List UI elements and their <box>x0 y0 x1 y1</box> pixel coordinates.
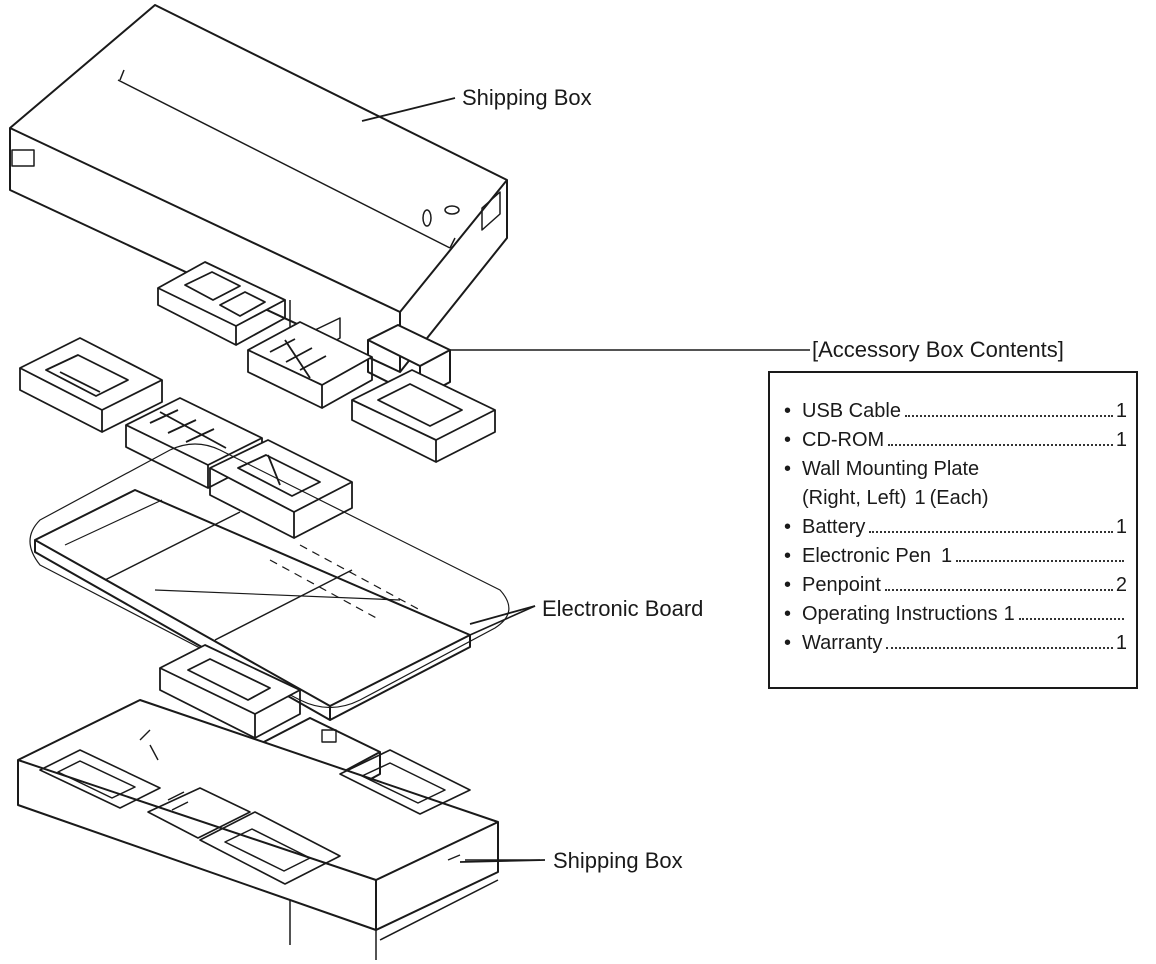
list-item: • Penpoint 2 <box>784 571 1127 600</box>
shipping-box-lid <box>9 4 508 373</box>
list-item: • Electronic Pen 1 <box>784 542 1127 571</box>
list-item-continuation: (Right, Left) 1 (Each) <box>784 484 1127 513</box>
item-name: Wall Mounting Plate <box>802 458 980 480</box>
list-item: • Battery 1 <box>784 513 1127 542</box>
item-qty: 2 <box>1115 574 1127 596</box>
board-support-tray <box>159 644 301 739</box>
item-name: CD-ROM <box>802 429 885 451</box>
list-item: • Operating Instructions 1 <box>784 600 1127 629</box>
dot-leader <box>956 560 1124 562</box>
bullet: • <box>784 429 792 451</box>
item-qty: 1 <box>1115 429 1127 451</box>
item-qty: 1 <box>1115 400 1127 422</box>
list-item: • CD-ROM 1 <box>784 426 1127 455</box>
list-item: • Warranty 1 <box>784 629 1127 658</box>
dot-leader <box>888 444 1113 446</box>
dot-leader <box>904 415 1113 417</box>
label-electronic-board: Electronic Board <box>542 596 704 621</box>
cushion-center <box>209 439 353 539</box>
bullet: • <box>784 545 792 567</box>
bullet: • <box>784 574 792 596</box>
label-shipping-box-bottom: Shipping Box <box>553 848 683 873</box>
item-note: (Each) <box>929 487 989 509</box>
item-name: Operating Instructions <box>802 603 998 625</box>
dot-leader <box>1018 618 1124 620</box>
cushion-middle-right <box>247 321 373 409</box>
item-qty: 1 <box>914 487 926 509</box>
bullet: • <box>784 400 792 422</box>
item-name: Battery <box>802 516 866 538</box>
list-item: • USB Cable 1 <box>784 397 1127 426</box>
cushion-right <box>351 369 496 463</box>
bullet: • <box>784 603 792 625</box>
accessory-tray <box>157 261 286 346</box>
electronic-board <box>29 443 536 721</box>
shipping-box-base <box>17 699 540 960</box>
bullet: • <box>784 516 792 538</box>
cushion-left <box>19 337 163 433</box>
dot-leader <box>886 647 1113 649</box>
bullet: • <box>784 458 792 480</box>
item-name: Warranty <box>802 632 883 654</box>
label-shipping-box-top: Shipping Box <box>462 85 592 110</box>
item-qty: 1 <box>940 545 953 567</box>
label-accessory-box-contents: [Accessory Box Contents] <box>812 337 1064 362</box>
dot-leader <box>869 531 1113 533</box>
item-name: Penpoint <box>802 574 881 596</box>
leader-electronic-board <box>469 605 536 625</box>
bullet: • <box>784 632 792 654</box>
item-name: USB Cable <box>802 400 901 422</box>
item-name: Electronic Pen <box>802 545 931 567</box>
accessory-list: • USB Cable 1 • CD-ROM 1 • Wall Mounting… <box>784 397 1127 658</box>
item-qty: 1 <box>1115 632 1127 654</box>
item-qty: 1 <box>1003 603 1015 625</box>
item-qty: 1 <box>1115 516 1127 538</box>
leader-shipping-box-bottom <box>459 859 546 863</box>
leader-shipping-box-top <box>361 97 456 122</box>
accessory-contents-panel: • USB Cable 1 • CD-ROM 1 • Wall Mounting… <box>768 371 1138 689</box>
item-sub-label: (Right, Left) <box>802 487 907 509</box>
list-item: • Wall Mounting Plate <box>784 455 1127 484</box>
dot-leader <box>884 589 1113 591</box>
